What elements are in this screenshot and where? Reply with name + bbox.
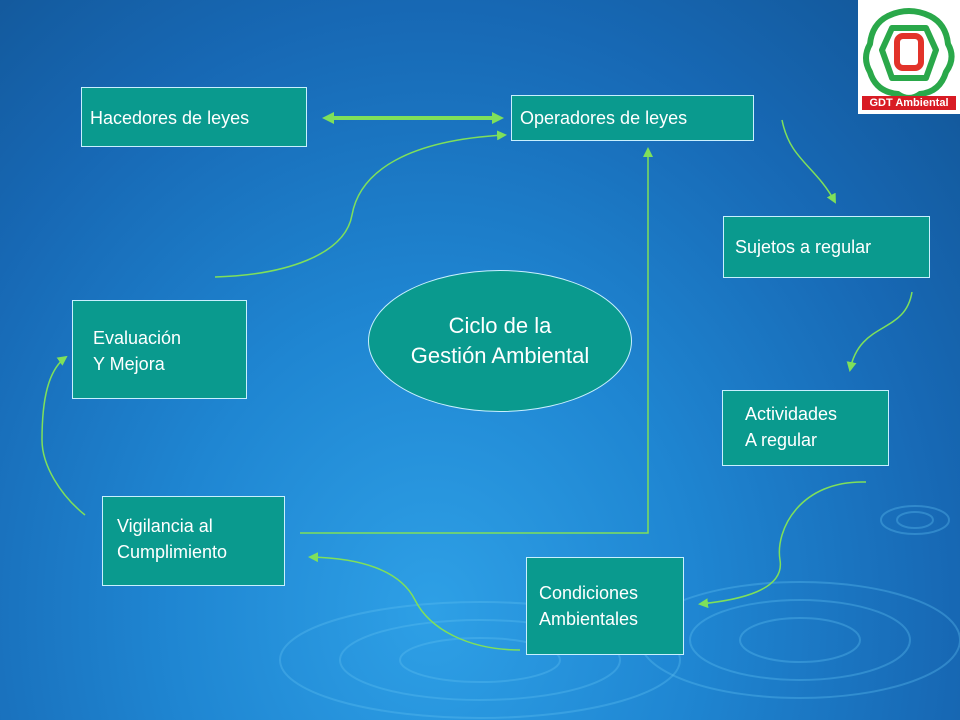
logo-label: GDT Ambiental bbox=[862, 96, 956, 110]
node-hacedores-de-leyes: Hacedores de leyes bbox=[81, 87, 307, 147]
node-operadores-label: Operadores de leyes bbox=[520, 108, 688, 128]
node-hacedores-label: Hacedores de leyes bbox=[90, 108, 250, 128]
node-evaluacion-y-mejora: Evaluación Y Mejora bbox=[72, 300, 247, 399]
node-sujetos-a-regular: Sujetos a regular bbox=[723, 216, 930, 278]
arrow-actividades-to-condiciones bbox=[698, 481, 867, 609]
node-vigilancia-line1: Vigilancia al bbox=[117, 516, 213, 536]
node-vigilancia-line2: Cumplimiento bbox=[117, 542, 228, 562]
node-actividades-a-regular: Actividades A regular bbox=[722, 390, 889, 466]
arrow-vigilancia-to-evaluacion bbox=[41, 355, 86, 516]
node-actividades-line1: Actividades bbox=[745, 404, 838, 424]
node-operadores-de-leyes: Operadores de leyes bbox=[511, 95, 754, 141]
node-condiciones-line1: Condiciones bbox=[539, 583, 639, 603]
center-title-line2: Gestión Ambiental bbox=[410, 343, 590, 368]
arrow-sujetos-to-actividades bbox=[846, 291, 913, 372]
node-actividades-line2: A regular bbox=[745, 430, 818, 450]
node-condiciones-line2: Ambientales bbox=[539, 609, 639, 629]
center-title-line1: Ciclo de la bbox=[448, 313, 552, 338]
node-sujetos-label: Sujetos a regular bbox=[735, 237, 872, 257]
node-vigilancia-al-cumplimiento: Vigilancia al Cumplimiento bbox=[102, 496, 285, 586]
node-evaluacion-line1: Evaluación bbox=[93, 328, 182, 348]
node-evaluacion-line2: Y Mejora bbox=[93, 354, 165, 374]
arrow-evaluacion-to-operadores bbox=[214, 130, 507, 278]
arrow-vigilancia-to-operadores bbox=[300, 147, 653, 534]
gdt-ambiental-logo: GDT Ambiental bbox=[858, 0, 960, 114]
node-condiciones-ambientales: Condiciones Ambientales bbox=[526, 557, 684, 655]
arrow-operadores-to-sujetos bbox=[781, 119, 836, 204]
gdt-ambiental-logo-icon bbox=[863, 8, 955, 101]
arrow-condiciones-to-vigilancia bbox=[308, 552, 521, 651]
center-cycle-ellipse: Ciclo de la Gestión Ambiental bbox=[368, 270, 632, 412]
